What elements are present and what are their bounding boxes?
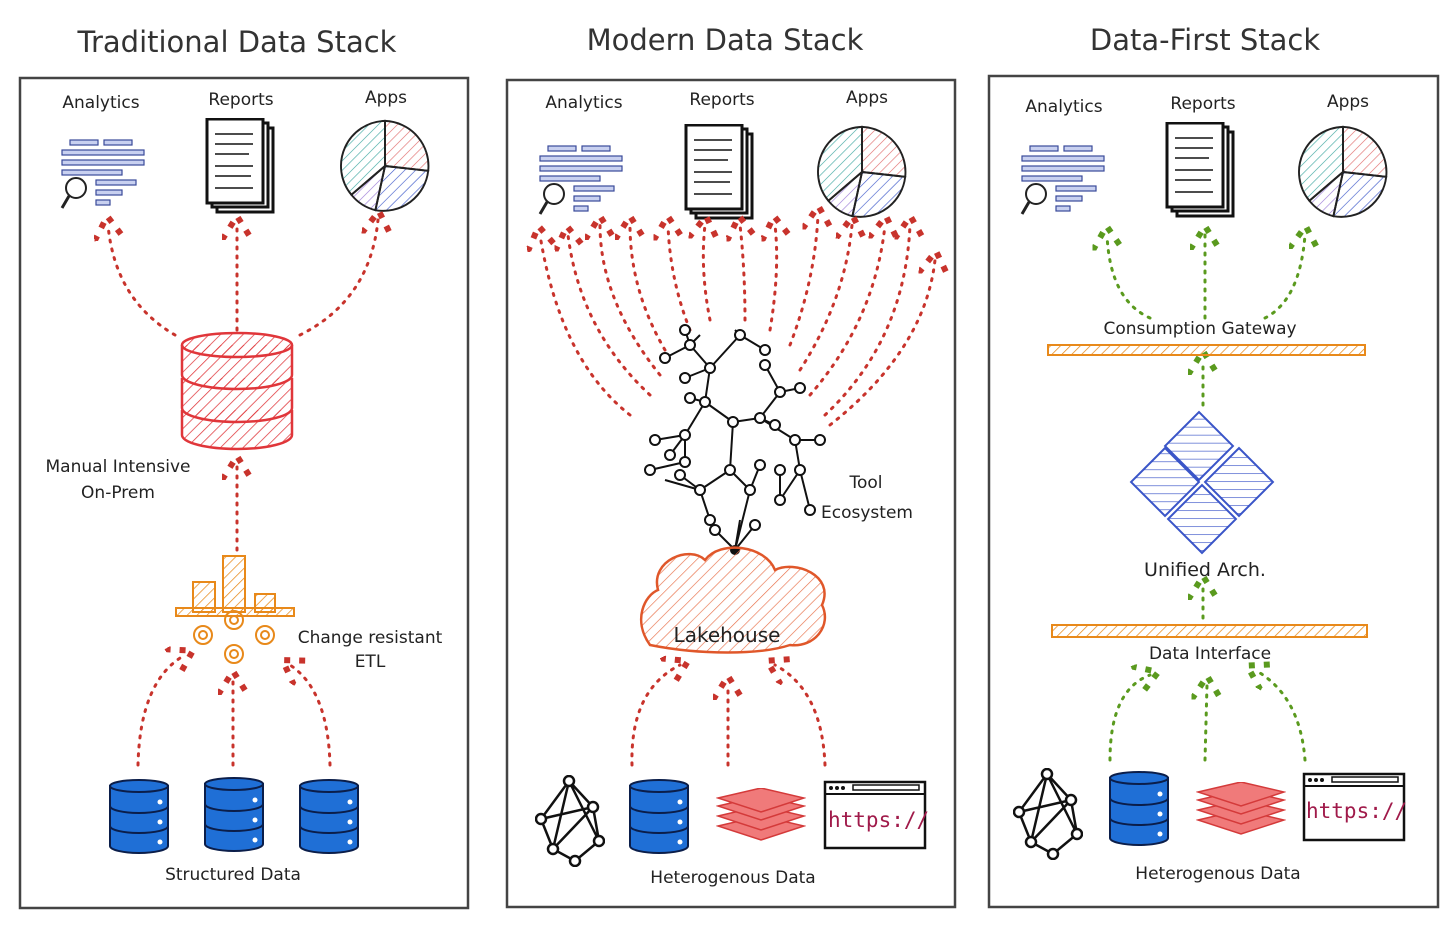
panel-data-first-stack: Data-First Stack Analytics Reports Apps … — [987, 23, 1440, 909]
etl-icon — [175, 555, 295, 664]
panel-title: Modern Data Stack — [587, 23, 864, 57]
data-interface-bar — [1051, 624, 1368, 638]
lakehouse-label: Lakehouse — [674, 623, 781, 647]
tool-ecosystem-network-icon — [644, 324, 826, 555]
flow-arrows — [108, 220, 378, 767]
output-label-reports: Reports — [208, 90, 273, 110]
tool-label-line2: Ecosystem — [821, 503, 913, 523]
output-label-reports: Reports — [689, 90, 754, 110]
pie-chart-icon — [817, 125, 907, 218]
graph-source-icon — [535, 775, 605, 867]
report-icon — [684, 124, 754, 220]
flow-arrows — [540, 215, 935, 767]
storage-label-line1: Manual Intensive — [46, 457, 191, 477]
sources-label: Structured Data — [165, 865, 301, 885]
panel-frame — [18, 76, 470, 910]
output-label-apps: Apps — [846, 88, 888, 108]
output-label-apps: Apps — [365, 88, 407, 108]
flow-arrows — [1107, 235, 1305, 762]
analytics-icon — [60, 138, 146, 210]
url-text: https:// — [828, 808, 929, 832]
tool-label-line1: Tool — [848, 473, 882, 493]
structured-database-icon — [204, 777, 264, 852]
sources-label: Heterogenous Data — [1135, 864, 1300, 884]
url-text: https:// — [1306, 799, 1407, 823]
analytics-icon — [538, 144, 624, 216]
database-source-icon — [629, 779, 689, 854]
structured-database-icon — [109, 779, 169, 854]
output-label-analytics: Analytics — [62, 93, 139, 113]
lakehouse-cloud-icon — [639, 546, 827, 654]
layers-source-icon — [1197, 782, 1285, 835]
on-prem-database-icon — [180, 331, 294, 451]
output-label-apps: Apps — [1327, 92, 1369, 112]
unified-architecture-icon — [1129, 410, 1275, 555]
panel-traditional-data-stack: Traditional Data Stack Analytics Reports… — [18, 25, 470, 910]
panel-modern-data-stack: Modern Data Stack Analytics Reports Apps — [505, 23, 957, 909]
layers-source-icon — [717, 788, 805, 841]
etl-label-line2: ETL — [355, 652, 386, 672]
etl-label-line1: Change resistant — [298, 628, 443, 648]
consumption-gateway-bar — [1047, 344, 1366, 356]
pie-chart-icon — [1298, 125, 1388, 218]
panel-title: Data-First Stack — [1090, 23, 1320, 57]
panel-title: Traditional Data Stack — [77, 25, 397, 59]
panel-frame — [987, 74, 1440, 909]
structured-database-icon — [299, 779, 359, 854]
storage-label-line2: On-Prem — [81, 483, 155, 503]
arch-label: Unified Arch. — [1144, 559, 1266, 581]
pie-chart-icon — [340, 119, 430, 212]
output-label-analytics: Analytics — [1025, 97, 1102, 117]
interface-label: Data Interface — [1149, 644, 1271, 664]
sources-label: Heterogenous Data — [650, 868, 815, 888]
graph-source-icon — [1013, 768, 1083, 860]
report-icon — [205, 118, 275, 214]
database-source-icon — [1109, 771, 1169, 846]
gateway-label: Consumption Gateway — [1103, 319, 1296, 339]
analytics-icon — [1020, 144, 1106, 216]
panel-frame — [505, 78, 957, 909]
report-icon — [1165, 122, 1235, 218]
output-label-analytics: Analytics — [545, 93, 622, 113]
output-label-reports: Reports — [1170, 94, 1235, 114]
